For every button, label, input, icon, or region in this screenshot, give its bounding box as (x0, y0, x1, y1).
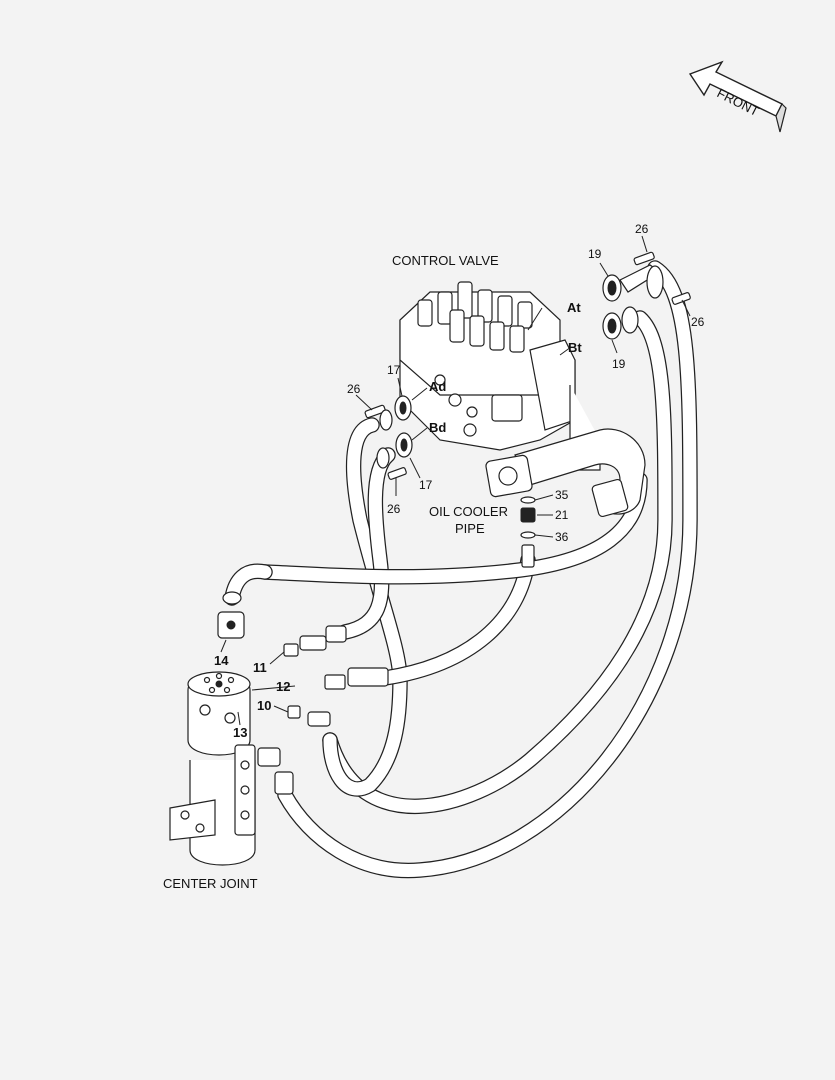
fitting-14 (217, 591, 245, 639)
control-valve (399, 281, 601, 471)
callout-14: 14 (214, 653, 229, 668)
callout-17: 17 (419, 478, 433, 492)
hose-lines (224, 260, 698, 879)
callout-12: 12 (276, 679, 290, 694)
fitting-11 (283, 625, 347, 657)
oil-cooler-pipe-label-2: PIPE (455, 521, 485, 536)
callout-26: 26 (387, 502, 401, 516)
callout-26: 26 (691, 315, 705, 329)
oil-cooler-pipe-label: OIL COOLER (429, 504, 508, 519)
port-ad-label: Ad (429, 379, 446, 394)
callout-11: 11 (253, 660, 267, 675)
flange-ad (364, 395, 412, 431)
leader-lines (220, 235, 691, 726)
flange-bd (376, 432, 413, 480)
control-valve-label: CONTROL VALVE (392, 253, 499, 268)
fitting-stack (520, 496, 536, 568)
callout-17: 17 (387, 363, 401, 377)
callout-36: 36 (555, 530, 569, 544)
fitting-12 (324, 667, 389, 690)
callout-21: 21 (555, 508, 569, 522)
callout-26: 26 (347, 382, 361, 396)
callout-10: 10 (257, 698, 271, 713)
port-bt-label: Bt (568, 340, 582, 355)
port-bd-label: Bd (429, 420, 446, 435)
callout-19: 19 (588, 247, 602, 261)
fitting-10 (287, 705, 331, 727)
callout-13: 13 (233, 725, 247, 740)
flange-bt (602, 292, 691, 340)
callout-35: 35 (555, 488, 569, 502)
callout-19: 19 (612, 357, 626, 371)
flange-at (602, 251, 664, 302)
port-at-label: At (567, 300, 581, 315)
callout-26: 26 (635, 222, 649, 236)
oil-cooler-pipe (485, 428, 646, 518)
front-arrow-icon: FRONT (688, 60, 787, 133)
center-joint (169, 671, 294, 866)
center-joint-label: CENTER JOINT (163, 876, 258, 891)
